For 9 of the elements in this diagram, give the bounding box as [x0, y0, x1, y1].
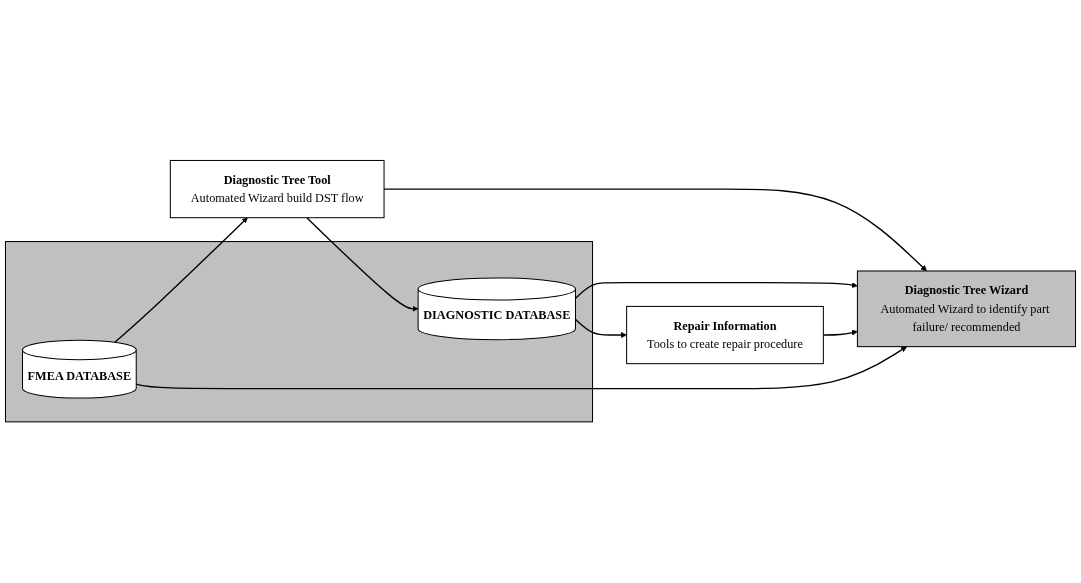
arrow	[135, 346, 907, 390]
cluster	[4, 241, 594, 423]
node-box: Diagnostic Tree Wizard Automated Wizard to identify part failure/ recommended	[856, 270, 1077, 348]
node-box: Diagnostic Tree Tool Automated Wizard build DST flow	[169, 160, 385, 219]
node-box: Repair Information Tools to create repair procedure	[626, 306, 824, 365]
arrow	[114, 217, 248, 344]
arrow	[574, 282, 858, 300]
arrow	[574, 318, 627, 339]
arrow	[306, 217, 419, 313]
